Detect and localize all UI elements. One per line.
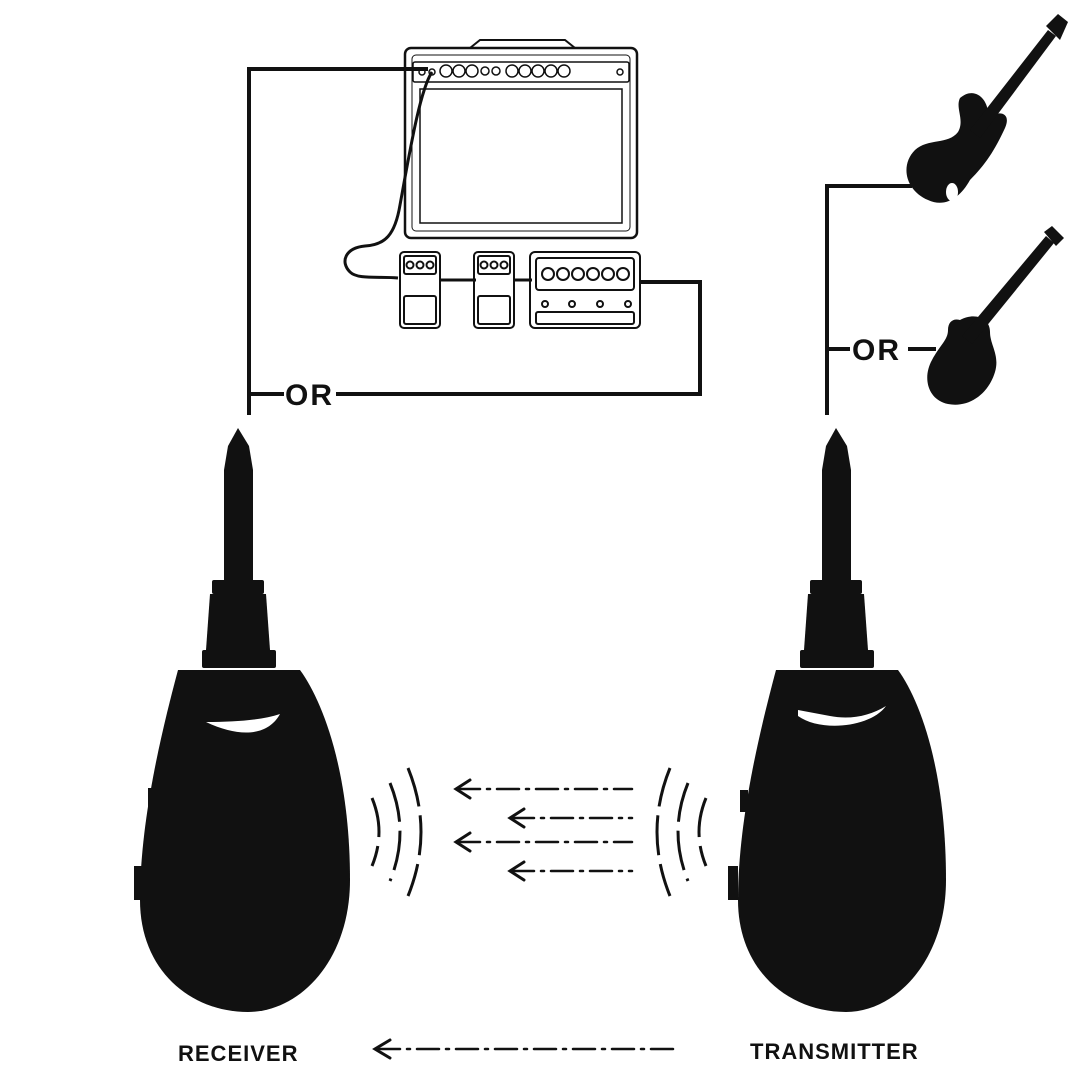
receiver-wiring [247,67,702,415]
effects-pedal-2 [473,251,515,329]
amp-to-pedal-cable [343,71,434,280]
amplifier-icon [403,39,639,240]
effects-pedal-1 [399,251,441,329]
transmitter-icon [728,428,946,1012]
signal-arrows [372,778,682,1060]
radio-wave-icon [370,767,423,897]
transmitter-wiring [825,184,936,415]
receiver-icon [134,428,350,1012]
left-arrow-icon [453,778,634,800]
left-arrow-icon [372,1038,682,1060]
or-label-right: OR [852,334,901,367]
radio-wave-icon [655,767,708,897]
guitar-top-icon [906,14,1068,203]
left-arrow-icon [453,831,634,853]
pedalboard-return-cable [336,280,702,396]
left-arrow-icon [507,860,634,882]
receiver-to-amp-cable [247,67,428,415]
transmitter-label: TRANSMITTER [750,1039,919,1064]
receiver-label: RECEIVER [178,1041,298,1066]
or-label-left: OR [285,379,334,412]
multi-effects-unit [529,251,641,329]
left-arrow-icon [507,807,634,829]
amp-knobs [418,64,624,78]
guitar-bottom-icon [927,226,1064,405]
transmitter-to-guitar-top-cable [825,184,912,415]
